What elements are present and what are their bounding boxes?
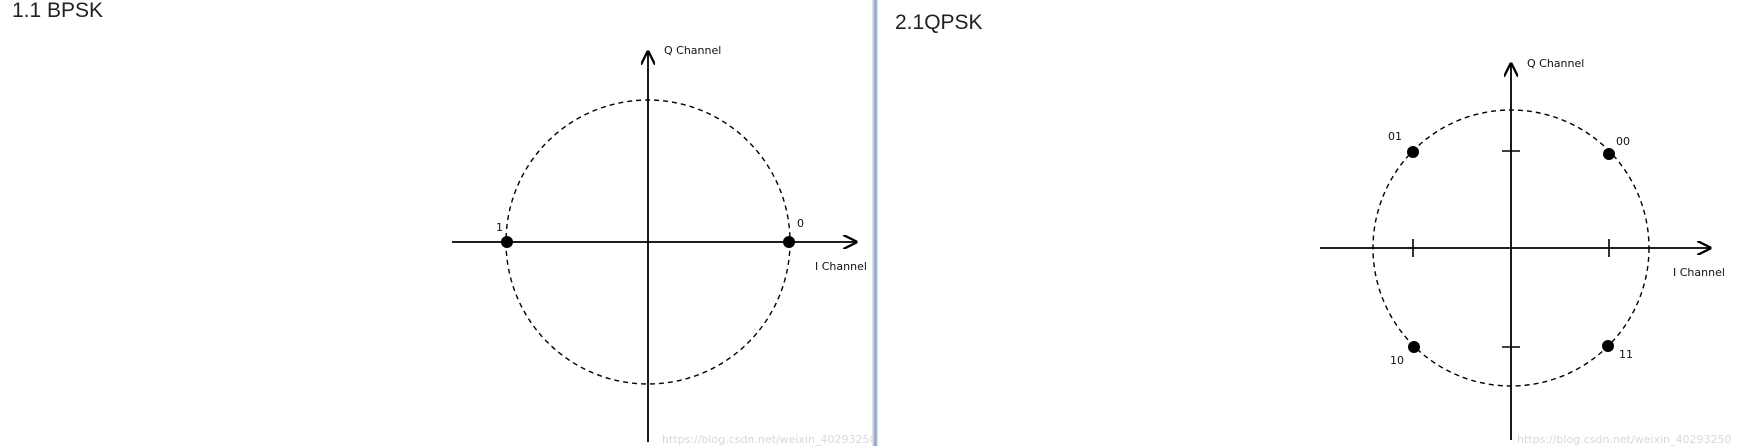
qpsk-q-axis-label: Q Channel (1527, 57, 1584, 70)
bpsk-q-axis-label: Q Channel (664, 44, 721, 57)
bpsk-symbol-label: 0 (797, 217, 804, 230)
qpsk-symbol-label: 10 (1390, 354, 1404, 367)
qpsk-symbol-point (1407, 146, 1419, 158)
bpsk-i-axis-label: I Channel (815, 260, 867, 273)
qpsk-symbol-point (1602, 340, 1614, 352)
qpsk-symbol-label: 11 (1619, 348, 1633, 361)
qpsk-heading: 2.1QPSK (895, 11, 983, 34)
qpsk-panel: 2.1QPSK Q Channel I Channel 01 00 10 11 … (878, 0, 1760, 446)
qpsk-i-axis-label: I Channel (1673, 266, 1725, 279)
bpsk-panel: 1.1 BPSK Q Channel I Channel 1 0 https:/… (0, 0, 872, 446)
bpsk-heading: 1.1 BPSK (12, 0, 104, 22)
bpsk-watermark: https://blog.csdn.net/weixin_40293250 (662, 433, 872, 446)
qpsk-constellation-diagram: Q Channel I Channel 01 00 10 11 https://… (1320, 57, 1732, 446)
bpsk-symbol-point (501, 236, 513, 248)
qpsk-symbol-label: 00 (1616, 135, 1630, 148)
qpsk-watermark: https://blog.csdn.net/weixin_40293250 (1517, 433, 1732, 446)
bpsk-constellation-diagram: Q Channel I Channel 1 0 https://blog.csd… (452, 44, 872, 446)
bpsk-symbol-point (783, 236, 795, 248)
bpsk-symbol-label: 1 (496, 221, 503, 234)
qpsk-symbol-point (1408, 341, 1420, 353)
panel-divider (872, 0, 878, 446)
qpsk-symbol-point (1603, 148, 1615, 160)
qpsk-symbol-label: 01 (1388, 130, 1402, 143)
